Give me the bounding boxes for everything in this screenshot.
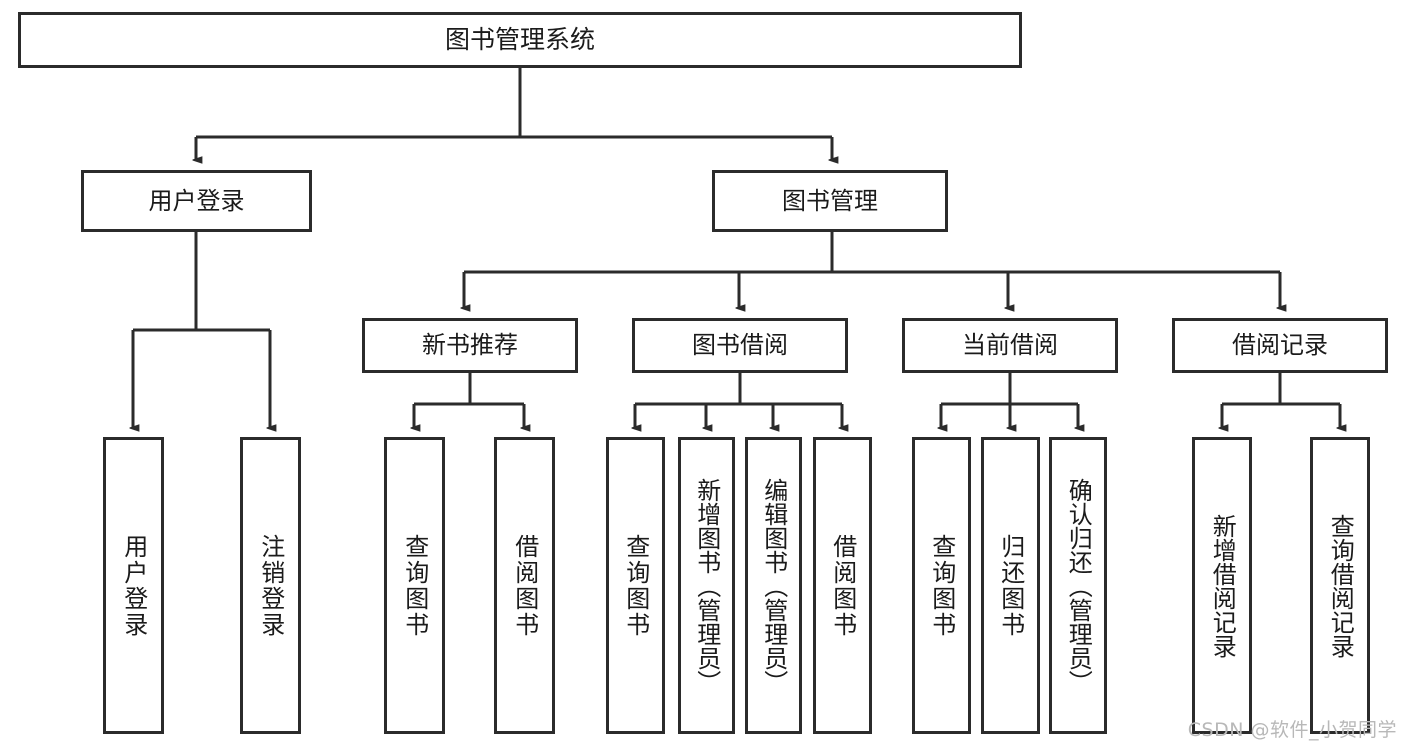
node-book-borrow[interactable]: 图书借阅 (632, 318, 848, 373)
node-leaf-query-book-c[interactable]: 查询图书 (912, 437, 971, 734)
node-current-borrow[interactable]: 当前借阅 (902, 318, 1118, 373)
node-root[interactable]: 图书管理系统 (18, 12, 1022, 68)
node-leaf-query-book-b[interactable]: 查询图书 (606, 437, 665, 734)
node-leaf-borrow-book-a[interactable]: 借阅图书 (494, 437, 555, 734)
node-leaf-logout-label: 注销登录 (256, 533, 285, 638)
node-book-manage-label: 图书管理 (782, 186, 878, 215)
node-user-login-label: 用户登录 (148, 186, 245, 215)
node-current-borrow-label: 当前借阅 (962, 331, 1058, 360)
node-leaf-query-book-b-label: 查询图书 (621, 533, 650, 638)
node-leaf-query-record-label: 查询借阅记录 (1326, 513, 1355, 658)
node-book-manage[interactable]: 图书管理 (712, 170, 948, 232)
node-leaf-add-book-label: 新增图书（管理员） (692, 477, 721, 694)
node-leaf-query-book-c-label: 查询图书 (927, 533, 956, 638)
node-leaf-query-book-a[interactable]: 查询图书 (384, 437, 445, 734)
node-leaf-confirm-return[interactable]: 确认归还（管理员） (1049, 437, 1107, 734)
node-borrow-record[interactable]: 借阅记录 (1172, 318, 1388, 373)
node-leaf-user-login-label: 用户登录 (119, 533, 148, 638)
node-leaf-query-book-a-label: 查询图书 (400, 533, 429, 638)
node-leaf-edit-book[interactable]: 编辑图书（管理员） (745, 437, 802, 734)
node-leaf-borrow-book-b[interactable]: 借阅图书 (813, 437, 872, 734)
node-borrow-record-label: 借阅记录 (1232, 331, 1328, 360)
watermark: CSDN @软件_小贺同学 (1187, 719, 1397, 741)
node-leaf-return-book-label: 归还图书 (996, 533, 1025, 638)
node-new-book-recommend-label: 新书推荐 (422, 331, 518, 360)
node-leaf-add-record[interactable]: 新增借阅记录 (1192, 437, 1252, 734)
node-leaf-logout[interactable]: 注销登录 (240, 437, 301, 734)
node-leaf-borrow-book-b-label: 借阅图书 (828, 533, 857, 638)
node-leaf-confirm-return-label: 确认归还（管理员） (1064, 477, 1093, 694)
node-leaf-query-record[interactable]: 查询借阅记录 (1310, 437, 1370, 734)
node-leaf-return-book[interactable]: 归还图书 (981, 437, 1040, 734)
node-leaf-user-login[interactable]: 用户登录 (103, 437, 164, 734)
node-leaf-edit-book-label: 编辑图书（管理员） (759, 477, 788, 694)
node-root-label: 图书管理系统 (444, 25, 595, 55)
node-leaf-add-record-label: 新增借阅记录 (1208, 513, 1237, 658)
node-leaf-add-book[interactable]: 新增图书（管理员） (678, 437, 735, 734)
node-user-login[interactable]: 用户登录 (81, 170, 312, 232)
node-leaf-borrow-book-a-label: 借阅图书 (510, 533, 539, 638)
node-new-book-recommend[interactable]: 新书推荐 (362, 318, 578, 373)
node-book-borrow-label: 图书借阅 (692, 331, 788, 360)
